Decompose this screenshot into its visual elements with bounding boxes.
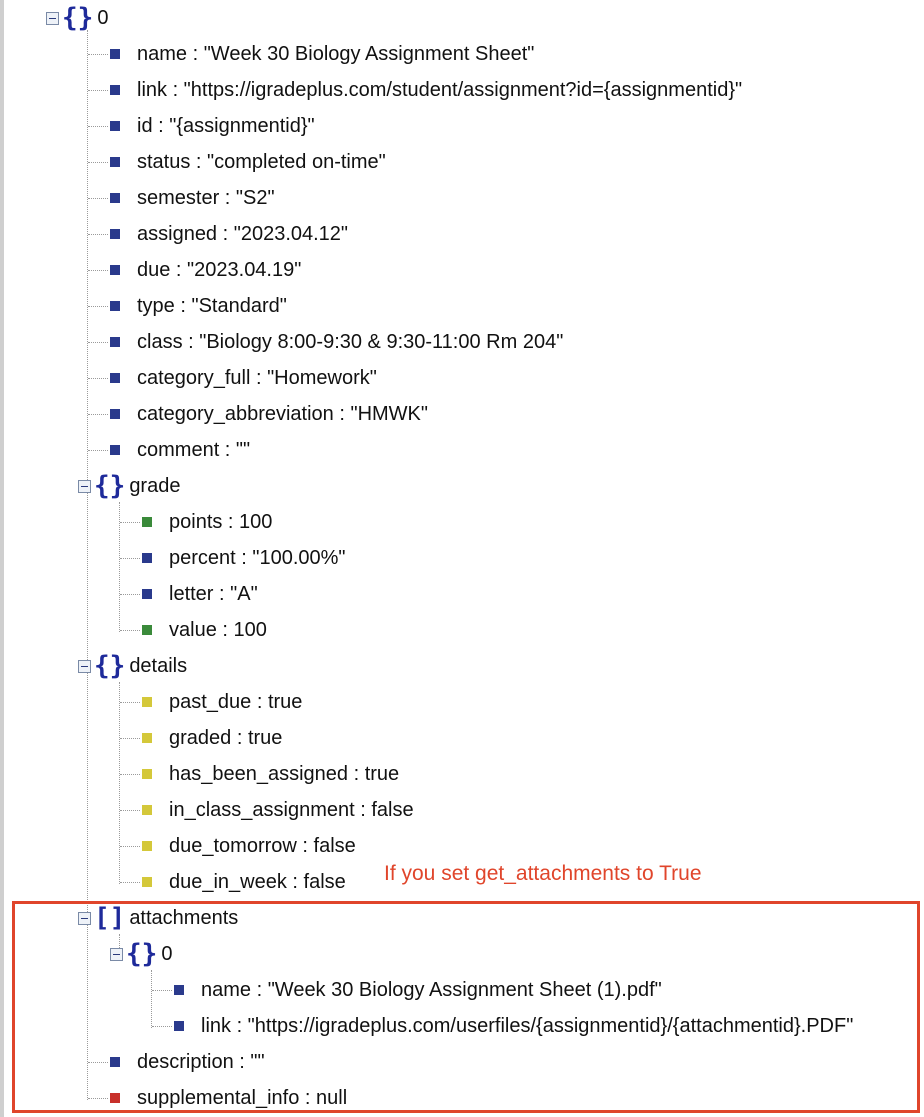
tree-leaf[interactable]: comment : "" xyxy=(110,432,250,468)
collapse-toggle-icon[interactable] xyxy=(78,659,91,673)
tree-leaf[interactable]: due : "2023.04.19" xyxy=(110,252,301,288)
boolean-value-icon xyxy=(142,877,152,887)
tree-leaf[interactable]: supplemental_info : null xyxy=(110,1080,347,1116)
tree-leaf[interactable]: due_in_week : false xyxy=(142,864,346,900)
boolean-value-icon xyxy=(142,769,152,779)
tree-leaf[interactable]: graded : true xyxy=(142,720,282,756)
string-value-icon xyxy=(110,193,120,203)
tree-leaf[interactable]: status : "completed on-time" xyxy=(110,144,386,180)
string-value-icon xyxy=(142,589,152,599)
highlight-box xyxy=(12,901,920,1113)
number-value-icon xyxy=(142,517,152,527)
collapse-toggle-icon[interactable] xyxy=(110,947,123,961)
tree-leaf[interactable]: has_been_assigned : true xyxy=(142,756,399,792)
number-value-icon xyxy=(142,625,152,635)
tree-leaf[interactable]: name : "Week 30 Biology Assignment Sheet… xyxy=(110,36,534,72)
node-label: 0 xyxy=(97,6,109,29)
string-value-icon xyxy=(110,301,120,311)
tree-leaf[interactable]: assigned : "2023.04.12" xyxy=(110,216,348,252)
collapse-toggle-icon[interactable] xyxy=(46,11,59,25)
array-bracket-icon: [] xyxy=(94,903,126,933)
tree-leaf[interactable]: semester : "S2" xyxy=(110,180,275,216)
object-brace-icon: {} xyxy=(94,651,126,681)
tree-leaf[interactable]: points : 100 xyxy=(142,504,272,540)
tree-leaf[interactable]: id : "{assignmentid}" xyxy=(110,108,315,144)
tree-leaf[interactable]: category_abbreviation : "HMWK" xyxy=(110,396,428,432)
tree-leaf[interactable]: type : "Standard" xyxy=(110,288,287,324)
tree-leaf[interactable]: due_tomorrow : false xyxy=(142,828,356,864)
tree-leaf[interactable]: class : "Biology 8:00-9:30 & 9:30-11:00 … xyxy=(110,324,563,360)
string-value-icon xyxy=(110,157,120,167)
tree-node-attachments[interactable]: [] attachments xyxy=(78,900,238,936)
tree-leaf[interactable]: percent : "100.00%" xyxy=(142,540,346,576)
tree-leaf[interactable]: value : 100 xyxy=(142,612,267,648)
string-value-icon xyxy=(110,337,120,347)
tree-leaf[interactable]: link : "https://igradeplus.com/student/a… xyxy=(110,72,742,108)
string-value-icon xyxy=(110,85,120,95)
string-value-icon xyxy=(174,1021,184,1031)
tree-guide-line xyxy=(87,30,88,1100)
tree-guide-line xyxy=(151,970,152,1028)
object-brace-icon: {} xyxy=(94,471,126,501)
boolean-value-icon xyxy=(142,805,152,815)
string-value-icon xyxy=(174,985,184,995)
string-value-icon xyxy=(110,121,120,131)
boolean-value-icon xyxy=(142,841,152,851)
boolean-value-icon xyxy=(142,733,152,743)
boolean-value-icon xyxy=(142,697,152,707)
tree-node-details[interactable]: {} details xyxy=(78,648,187,684)
string-value-icon xyxy=(110,445,120,455)
string-value-icon xyxy=(110,49,120,59)
null-value-icon xyxy=(110,1093,120,1103)
tree-leaf[interactable]: in_class_assignment : false xyxy=(142,792,414,828)
tree-node-root[interactable]: {} 0 xyxy=(46,0,108,36)
tree-leaf[interactable]: name : "Week 30 Biology Assignment Sheet… xyxy=(174,972,662,1008)
tree-leaf[interactable]: letter : "A" xyxy=(142,576,258,612)
tree-node-grade[interactable]: {} grade xyxy=(78,468,180,504)
tree-guide-line xyxy=(119,682,120,884)
tree-guide-line xyxy=(119,502,120,632)
string-value-icon xyxy=(110,229,120,239)
string-value-icon xyxy=(110,373,120,383)
string-value-icon xyxy=(110,1057,120,1067)
tree-leaf[interactable]: description : "" xyxy=(110,1044,265,1080)
annotation-note: If you set get_attachments to True xyxy=(384,862,702,885)
string-value-icon xyxy=(142,553,152,563)
collapse-toggle-icon[interactable] xyxy=(78,479,91,493)
tree-leaf[interactable]: link : "https://igradeplus.com/userfiles… xyxy=(174,1008,853,1044)
tree-guide-line xyxy=(119,934,120,956)
string-value-icon xyxy=(110,265,120,275)
tree-leaf[interactable]: past_due : true xyxy=(142,684,302,720)
tree-node-attachment-0[interactable]: {} 0 xyxy=(110,936,172,972)
collapse-toggle-icon[interactable] xyxy=(78,911,91,925)
tree-leaf[interactable]: category_full : "Homework" xyxy=(110,360,377,396)
object-brace-icon: {} xyxy=(62,3,94,33)
left-border xyxy=(0,0,4,1117)
object-brace-icon: {} xyxy=(126,939,158,969)
string-value-icon xyxy=(110,409,120,419)
